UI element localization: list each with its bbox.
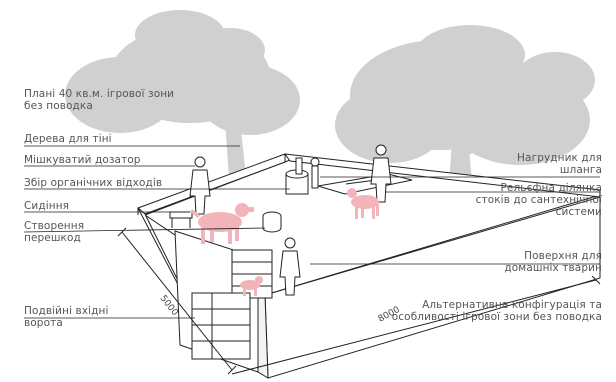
label-pet-surface: Поверхня для домашніх тварин: [504, 250, 602, 274]
label-double-gates: Подвійні вхідні ворота: [24, 305, 109, 329]
label-seating: Сидіння: [24, 200, 70, 212]
label-hose-bib: Нагрудник для шланга: [517, 152, 602, 176]
label-plan: Плані 40 кв.м. ігрової зони без поводка: [24, 88, 175, 112]
person-right: [370, 144, 392, 203]
obstacle-barrel: [262, 211, 282, 233]
label-relief-area: Рельєфна ділянка стоків до сантехнічної …: [475, 182, 602, 218]
leader-lines: [23, 145, 600, 319]
label-alt-config: Альтернативна конфігурація та особливост…: [391, 299, 602, 323]
dim-width-text: 5000: [158, 294, 180, 318]
dimension-lines: [117, 227, 601, 375]
bench: [169, 211, 193, 228]
double-gates: [191, 249, 273, 360]
tree-left: [65, 10, 300, 195]
label-shade-trees: Дерева для тіні: [24, 133, 112, 145]
person-front: [279, 237, 301, 296]
waste-station: [285, 157, 320, 195]
label-bag-dispenser: Мішкуватий дозатор: [24, 154, 141, 166]
dim-length-line: [231, 279, 597, 375]
label-organic-waste: Збір органічних відходів: [24, 177, 163, 189]
dog-small: [240, 276, 263, 296]
dog-medium: [347, 188, 379, 219]
label-obstacles: Створення перешкод: [24, 220, 85, 244]
dim-width-line: [121, 231, 233, 371]
dog-large: [190, 203, 254, 244]
tree-right: [335, 25, 595, 200]
person-left: [189, 156, 211, 215]
